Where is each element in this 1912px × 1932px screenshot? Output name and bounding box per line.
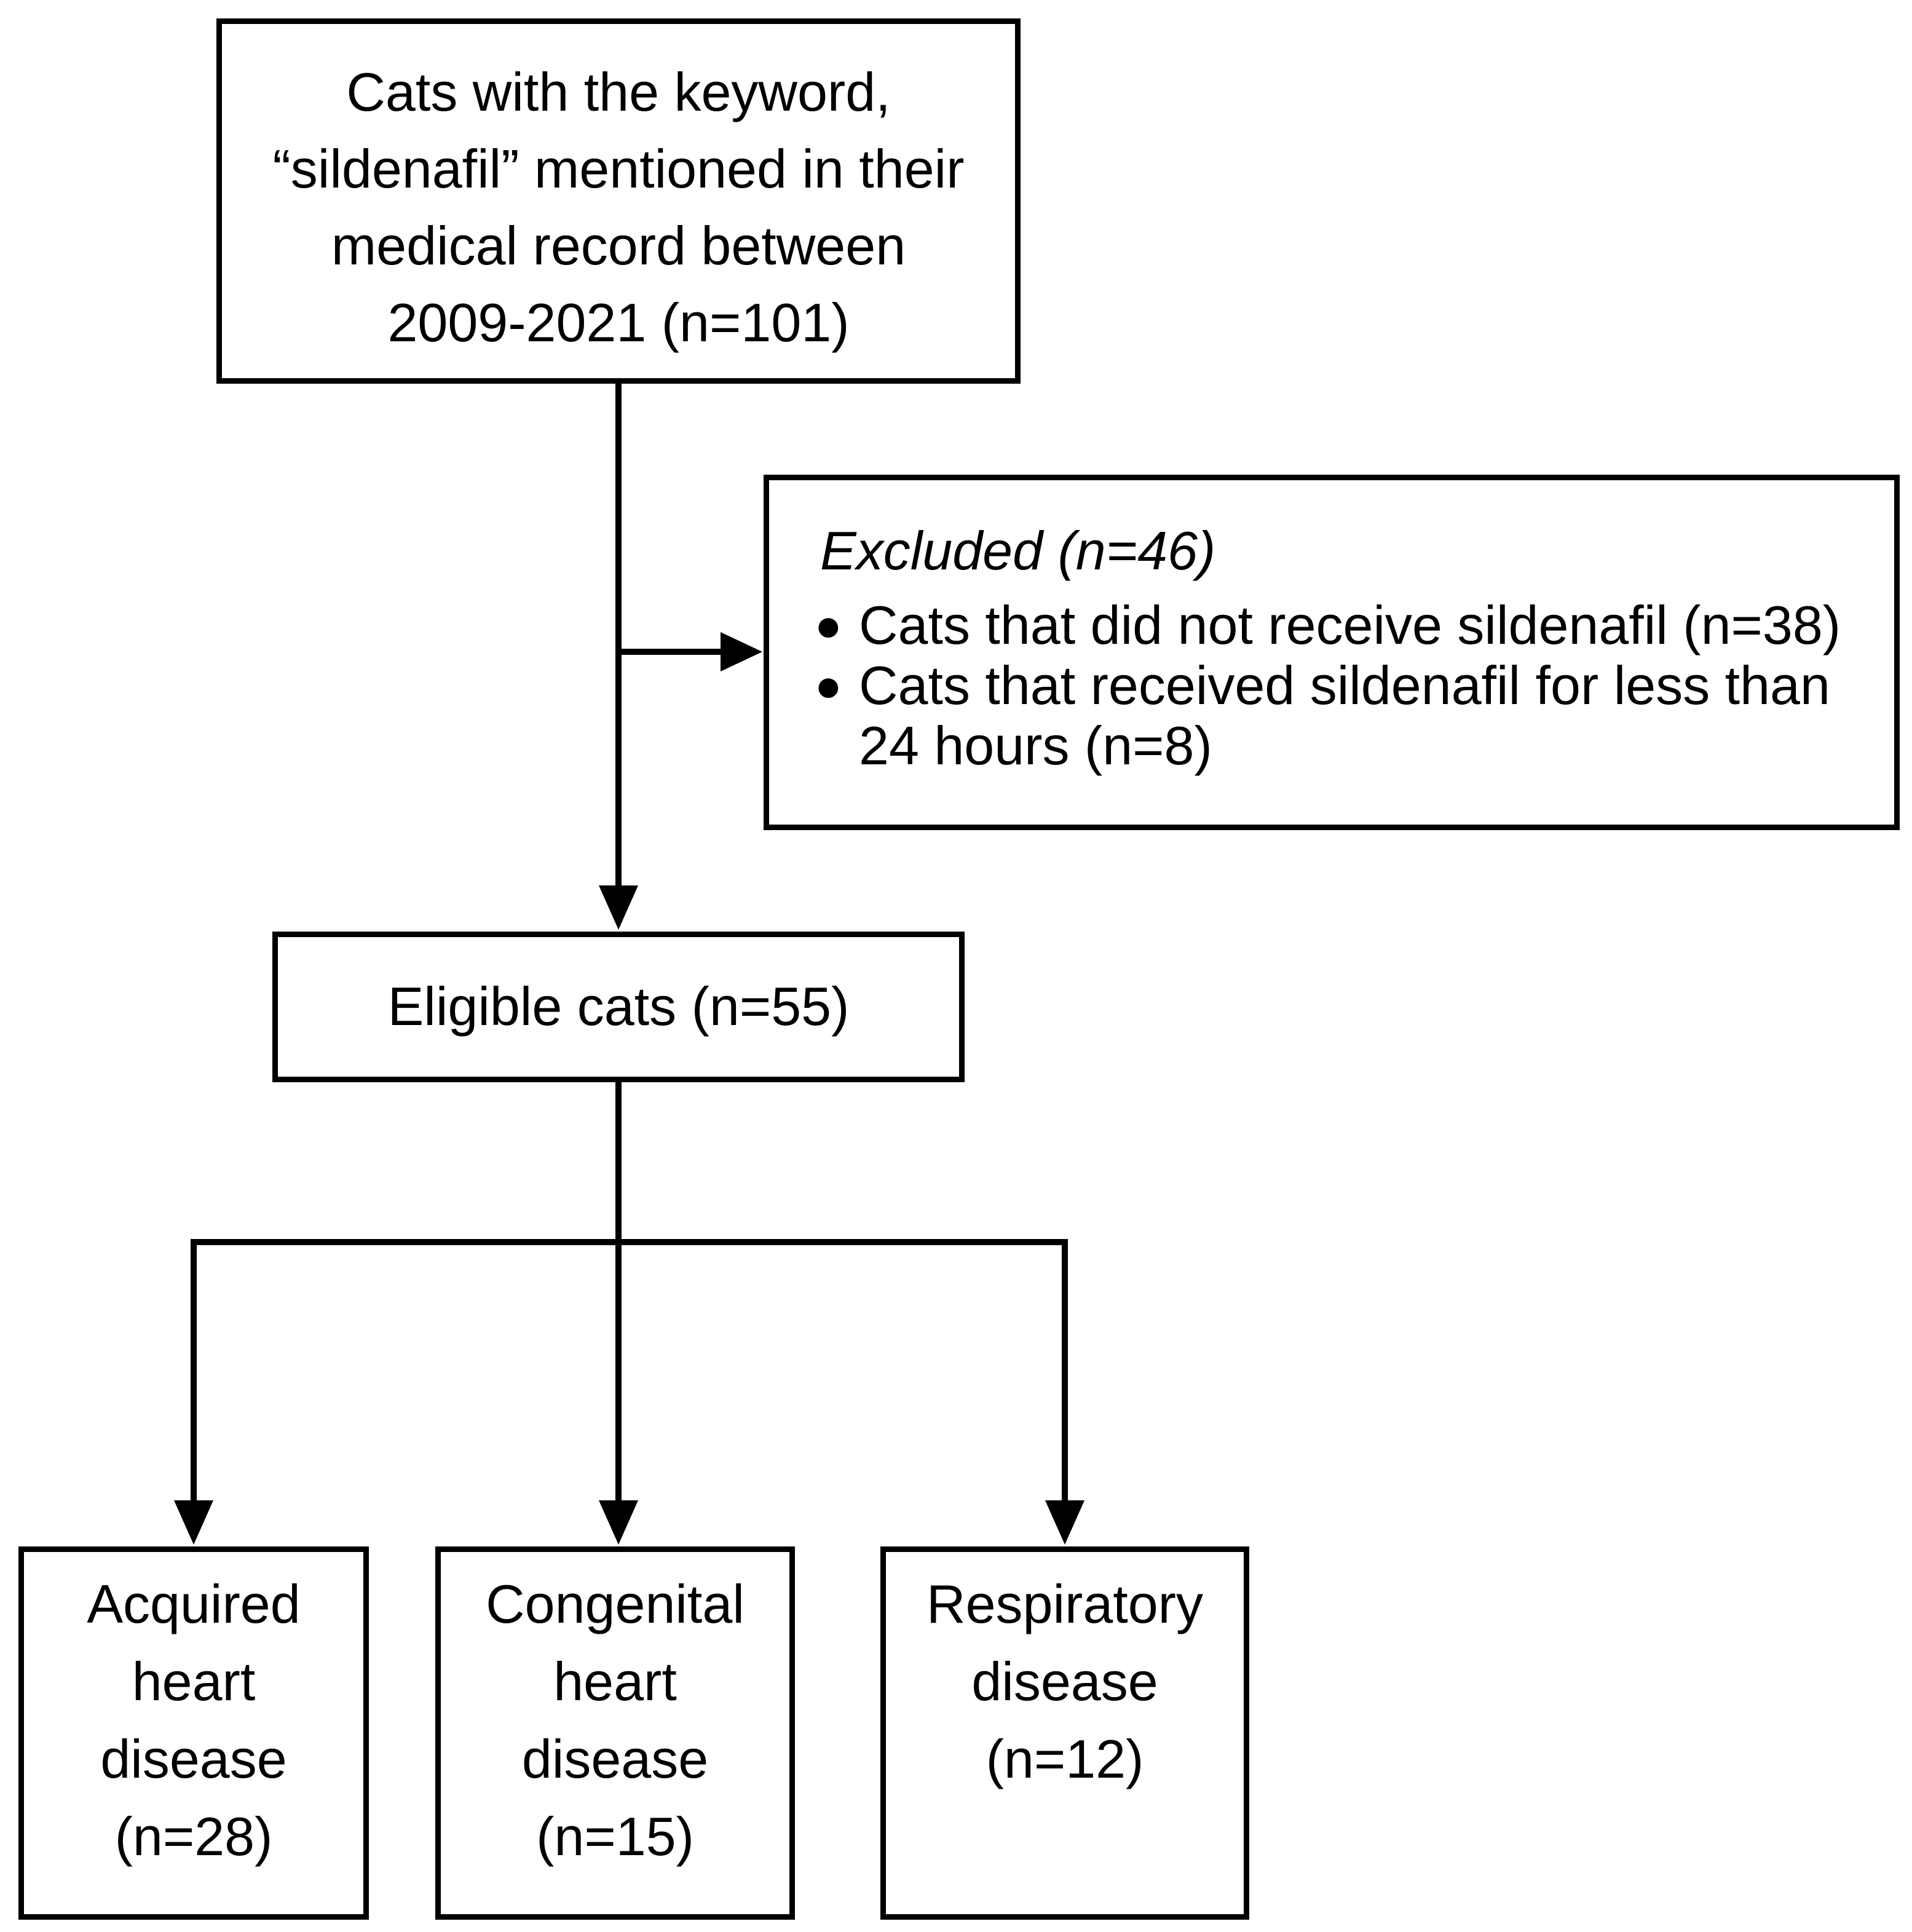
source-box-line: “sildenafil” mentioned in their: [272, 138, 965, 199]
congenital-box-line: heart: [553, 1651, 677, 1712]
arrowhead-right-icon: [721, 632, 762, 671]
excluded-bullet-text: Cats that did not receive sildenafil (n=…: [859, 595, 1841, 655]
acquired-heart-disease-box: Acquired heart disease (n=28): [18, 1546, 369, 1920]
excluded-bullet-text: Cats that received sildenafil for less t…: [859, 655, 1830, 776]
source-population-box: Cats with the keyword, “sildenafil” ment…: [216, 18, 1021, 384]
excluded-bullet-line: Cats that received sildenafil for less t…: [859, 655, 1830, 716]
excluded-bullet-line: Cats that did not receive sildenafil (n=…: [859, 595, 1841, 655]
eligible-box-label: Eligible cats (n=55): [387, 976, 850, 1037]
excluded-bullet-line: 24 hours (n=8): [859, 715, 1212, 776]
connector-to-respiratory: [1062, 1239, 1068, 1500]
arrowhead-down-icon: [1045, 1500, 1084, 1545]
bullet-icon: ●: [815, 600, 842, 651]
eligible-cats-box: Eligible cats (n=55): [272, 932, 965, 1082]
connector-source-to-eligible: [615, 384, 622, 885]
congenital-box-line: Congenital: [486, 1574, 745, 1634]
connector-eligible-to-branch: [615, 1082, 622, 1245]
excluded-bullet-item: ● Cats that did not receive sildenafil (…: [815, 595, 1882, 655]
respiratory-disease-box: Respiratory disease (n=12): [880, 1546, 1249, 1920]
acquired-box-line: heart: [132, 1651, 256, 1712]
arrowhead-down-icon: [174, 1500, 213, 1545]
acquired-box-line: disease: [100, 1728, 287, 1789]
bullet-icon: ●: [815, 660, 842, 711]
source-box-line: medical record between: [331, 215, 906, 276]
excluded-heading: Excluded (n=46): [820, 520, 1216, 581]
arrowhead-down-icon: [599, 885, 638, 930]
source-box-line: 2009-2021 (n=101): [387, 292, 850, 353]
acquired-box-line: (n=28): [114, 1806, 273, 1867]
excluded-bullet-item: ● Cats that received sildenafil for less…: [815, 655, 1882, 776]
respiratory-box-line: disease: [971, 1651, 1158, 1712]
source-box-line: Cats with the keyword,: [346, 61, 891, 122]
connector-to-excluded: [615, 649, 722, 655]
congenital-heart-disease-box: Congenital heart disease (n=15): [435, 1546, 795, 1920]
respiratory-box-line: Respiratory: [926, 1574, 1203, 1634]
acquired-box-line: Acquired: [87, 1574, 301, 1634]
excluded-box: Excluded (n=46) ● Cats that did not rece…: [764, 475, 1900, 830]
arrowhead-down-icon: [599, 1500, 638, 1545]
connector-to-congenital: [615, 1245, 622, 1500]
connector-to-acquired: [191, 1239, 197, 1500]
congenital-box-line: disease: [521, 1728, 709, 1789]
congenital-box-line: (n=15): [536, 1806, 694, 1867]
respiratory-box-line: (n=12): [986, 1728, 1144, 1789]
branch-rail: [191, 1239, 1068, 1245]
excluded-bullet-list: ● Cats that did not receive sildenafil (…: [815, 595, 1882, 776]
